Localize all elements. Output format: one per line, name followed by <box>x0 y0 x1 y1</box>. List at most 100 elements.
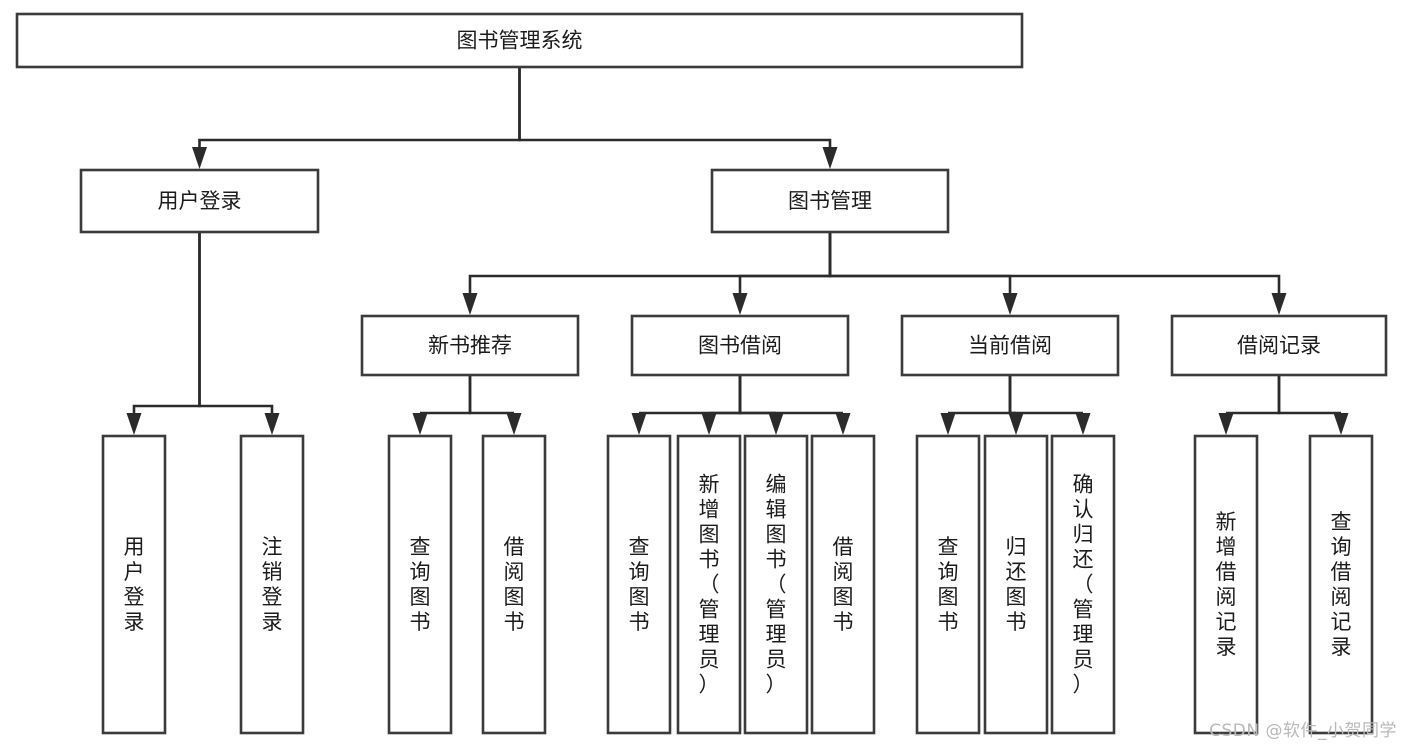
arrow-head-icon <box>1002 293 1018 315</box>
edge-leaf-7 <box>738 375 784 435</box>
leaf-node-12[interactable]: 新增借阅记录 <box>1193 434 1259 735</box>
leaf-node-1[interactable]: 用户登录 <box>101 434 167 735</box>
arrow-head-icon <box>1075 413 1091 435</box>
level3-node-4[interactable]: 借阅记录 <box>1170 314 1388 377</box>
leaf-node-box[interactable] <box>676 434 742 735</box>
leaf-node-7[interactable]: 编辑图书（管理员） <box>743 434 809 735</box>
level2-node-box[interactable] <box>710 168 950 234</box>
connector-line <box>709 375 742 415</box>
leaf-node-box[interactable] <box>1308 434 1374 735</box>
edge-l2-l3-2 <box>732 232 832 315</box>
arrow-head-icon <box>768 413 784 435</box>
leaf-node-box[interactable] <box>743 434 809 735</box>
leaf-node-2[interactable]: 注销登录 <box>239 434 305 735</box>
leaf-node-box[interactable] <box>481 434 547 735</box>
arrow-head-icon <box>835 413 851 435</box>
leaf-node-label: 注销登录 <box>262 535 283 634</box>
leaf-node-label: 用户登录 <box>124 535 145 634</box>
leaf-node-5[interactable]: 查询图书 <box>606 434 672 735</box>
edge-leaf-13 <box>1277 375 1349 435</box>
edge-leaf-2 <box>198 232 280 435</box>
leaf-node-box[interactable] <box>101 434 167 735</box>
level3-node-label: 新书推荐 <box>428 334 512 358</box>
leaf-node-box[interactable] <box>983 434 1049 735</box>
leaf-node-8[interactable]: 借阅图书 <box>810 434 876 735</box>
leaf-node-box[interactable] <box>606 434 672 735</box>
leaf-node-11[interactable]: 确认归还（管理员） <box>1050 434 1116 735</box>
connector-line <box>948 375 1012 415</box>
connector-line <box>639 375 742 415</box>
leaf-node-10[interactable]: 归还图书 <box>983 434 1049 735</box>
level3-node-2[interactable]: 图书借阅 <box>630 314 850 377</box>
connector-line <box>1008 375 1083 415</box>
edge-l2-l3-3 <box>828 232 1018 315</box>
edge-leaf-5 <box>631 375 742 435</box>
level3-node-3[interactable]: 当前借阅 <box>900 314 1120 377</box>
edge-l2-l3-4 <box>828 232 1287 315</box>
arrow-head-icon <box>412 413 428 435</box>
level3-node-box[interactable] <box>360 314 580 377</box>
arrow-head-icon <box>701 413 717 435</box>
arrow-head-icon <box>940 413 956 435</box>
edge-leaf-9 <box>940 375 1012 435</box>
leaf-node-label: 新增借阅记录 <box>1216 510 1237 659</box>
arrow-head-icon <box>1008 413 1024 435</box>
connector-line <box>828 232 1012 293</box>
root-node-1[interactable]: 图书管理系统 <box>15 12 1024 69</box>
edge-root-l2-2 <box>518 67 838 169</box>
leaf-node-box[interactable] <box>915 434 981 735</box>
edge-leaf-6 <box>701 375 742 435</box>
leaf-node-box[interactable] <box>810 434 876 735</box>
edge-leaf-4 <box>468 375 522 435</box>
connector-line <box>420 375 472 415</box>
arrow-head-icon <box>126 413 142 435</box>
leaf-node-9[interactable]: 查询图书 <box>915 434 981 735</box>
level3-node-label: 借阅记录 <box>1237 334 1321 358</box>
leaf-node-13[interactable]: 查询借阅记录 <box>1308 434 1374 735</box>
leaf-node-label: 借阅图书 <box>833 535 854 634</box>
leaf-node-label: 借阅图书 <box>504 535 525 634</box>
edge-l2-l3-1 <box>462 232 832 315</box>
edge-leaf-3 <box>412 375 472 435</box>
level2-node-box[interactable] <box>79 168 320 234</box>
level3-node-box[interactable] <box>630 314 850 377</box>
connector-line <box>738 375 843 415</box>
arrow-head-icon <box>631 413 647 435</box>
leaf-node-4[interactable]: 借阅图书 <box>481 434 547 735</box>
leaf-node-box[interactable] <box>1050 434 1116 735</box>
arrow-head-icon <box>264 413 280 435</box>
leaf-node-6[interactable]: 新增图书（管理员） <box>676 434 742 735</box>
connector-line <box>1277 375 1341 415</box>
arrow-head-icon <box>506 413 522 435</box>
level2-node-label: 图书管理 <box>788 189 872 213</box>
arrow-head-icon <box>822 147 838 169</box>
edge-leaf-1 <box>126 232 201 435</box>
level3-node-label: 图书借阅 <box>698 334 782 358</box>
connector-line <box>468 375 514 415</box>
connector-line <box>198 67 521 147</box>
edge-leaf-8 <box>738 375 851 435</box>
leaf-node-box[interactable] <box>1193 434 1259 735</box>
leaf-node-label: 归还图书 <box>1006 535 1027 634</box>
leaf-node-box[interactable] <box>387 434 453 735</box>
edge-leaf-12 <box>1218 375 1281 435</box>
connector-layer <box>126 67 1349 435</box>
leaf-node-box[interactable] <box>239 434 305 735</box>
leaf-node-label: 查询图书 <box>938 535 959 634</box>
root-node-box[interactable] <box>15 12 1024 69</box>
leaf-node-3[interactable]: 查询图书 <box>387 434 453 735</box>
level2-node-2[interactable]: 图书管理 <box>710 168 950 234</box>
level3-node-1[interactable]: 新书推荐 <box>360 314 580 377</box>
leaf-node-label: 查询图书 <box>410 535 431 634</box>
connector-line <box>828 232 1281 293</box>
connector-line <box>518 67 832 147</box>
arrow-head-icon <box>192 147 207 169</box>
level2-node-1[interactable]: 用户登录 <box>79 168 320 234</box>
arrow-head-icon <box>1218 413 1234 435</box>
connector-line <box>198 232 274 413</box>
watermark-label: CSDN @软件_小贺同学 <box>1209 721 1397 741</box>
level3-node-box[interactable] <box>900 314 1120 377</box>
leaf-node-label: 查询借阅记录 <box>1331 510 1352 659</box>
level3-node-box[interactable] <box>1170 314 1388 377</box>
leaf-node-label: 确认归还（管理员） <box>1073 473 1094 697</box>
